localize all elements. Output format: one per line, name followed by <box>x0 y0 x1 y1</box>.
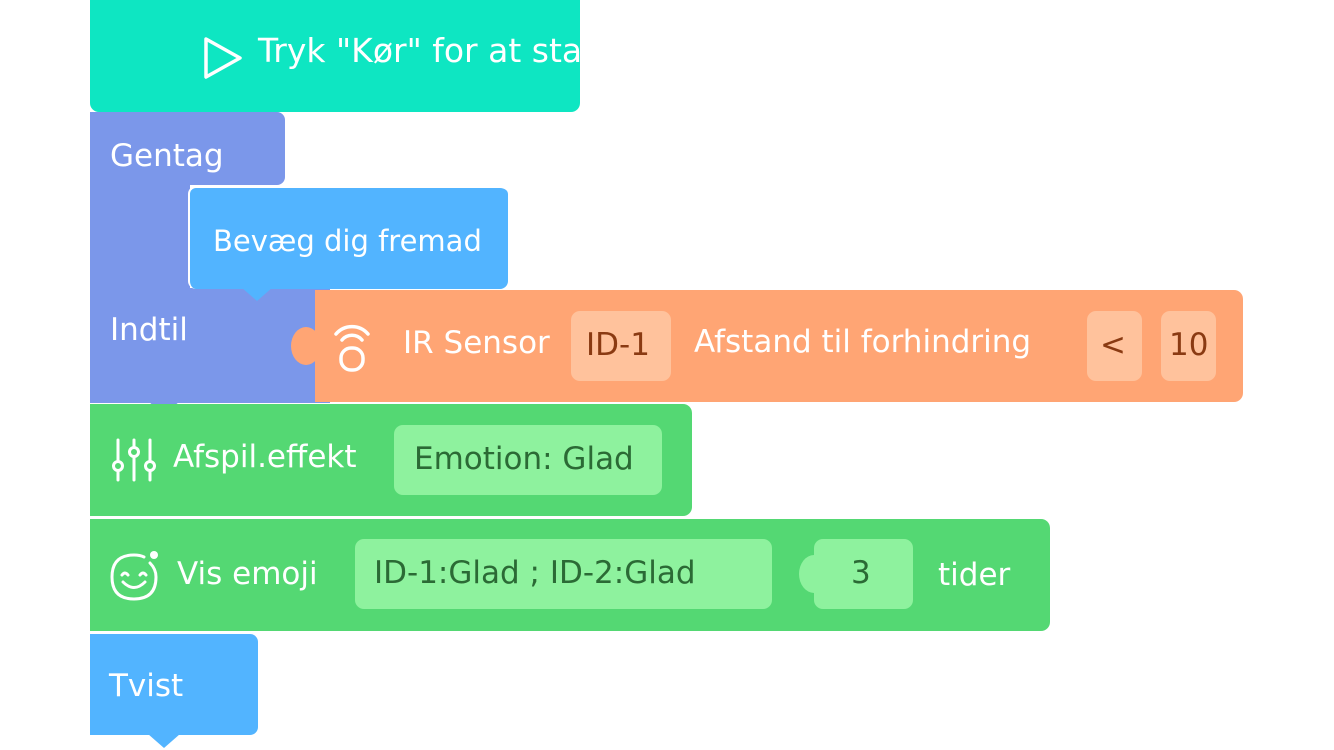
play-effect-block[interactable]: Afspil.effekt Emotion: Glad <box>90 404 692 516</box>
threshold-value: 10 <box>1169 327 1209 363</box>
repeat-block-arm <box>90 180 190 292</box>
move-connector <box>241 287 273 301</box>
times-label: tider <box>938 557 1011 593</box>
twist-connector <box>148 734 180 748</box>
ir-sensor-icon <box>329 318 375 378</box>
twist-block[interactable]: Tvist <box>90 634 258 735</box>
ir-sensor-condition-block[interactable]: IR Sensor ID-1 Afstand til forhindring <… <box>315 290 1243 402</box>
play-icon <box>202 36 244 84</box>
repeat-block[interactable]: Gentag <box>90 112 285 185</box>
emoji-value: ID-1:Glad ; ID-2:Glad <box>374 555 696 591</box>
operator-value: < <box>1100 327 1126 363</box>
count-value: 3 <box>851 555 871 591</box>
count-input[interactable]: 3 <box>814 539 913 609</box>
emoji-dropdown[interactable]: ID-1:Glad ; ID-2:Glad <box>355 539 772 609</box>
repeat-label: Gentag <box>110 138 224 174</box>
play-effect-label: Afspil.effekt <box>173 439 357 475</box>
show-emoji-block[interactable]: Vis emoji ID-1:Glad ; ID-2:Glad 3 tider <box>90 519 1050 631</box>
show-emoji-label: Vis emoji <box>177 556 318 592</box>
twist-label: Tvist <box>109 668 184 704</box>
operator-dropdown[interactable]: < <box>1087 311 1142 381</box>
threshold-input[interactable]: 10 <box>1161 311 1216 381</box>
move-label: Bevæg dig fremad <box>213 224 482 258</box>
move-forward-block[interactable]: Bevæg dig fremad <box>188 186 508 289</box>
emoji-face-icon <box>108 549 162 609</box>
effect-dropdown[interactable]: Emotion: Glad <box>394 425 662 495</box>
sensor-id-value: ID-1 <box>586 327 650 363</box>
start-label: Tryk "Kør" for at starte <box>258 31 629 70</box>
measure-label: Afstand til forhindring <box>694 324 1032 360</box>
until-label: Indtil <box>110 312 188 348</box>
effect-value: Emotion: Glad <box>414 441 634 477</box>
sliders-icon <box>110 436 158 488</box>
repeat-until-section[interactable]: Indtil <box>90 288 330 403</box>
start-block[interactable]: Tryk "Kør" for at starte <box>90 0 629 112</box>
sensor-id-dropdown[interactable]: ID-1 <box>571 311 671 381</box>
ir-sensor-label: IR Sensor <box>403 325 550 361</box>
